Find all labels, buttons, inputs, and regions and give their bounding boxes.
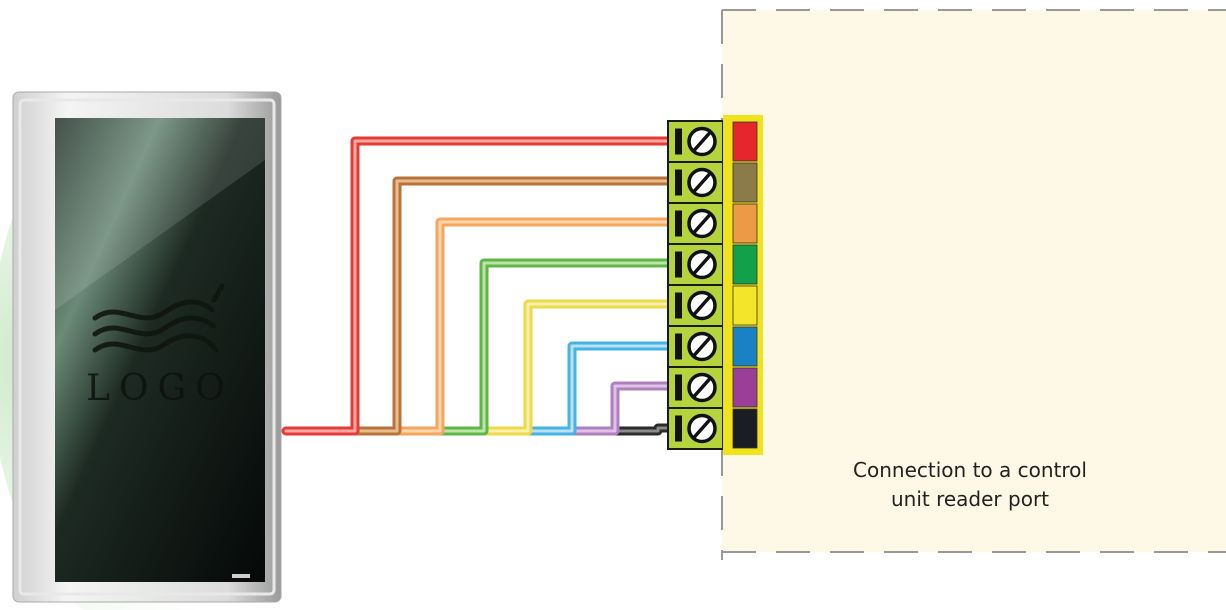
connector-pin [732, 203, 758, 244]
connector-pin [732, 326, 758, 367]
wire-green [435, 258, 675, 436]
connector-pin [732, 244, 758, 285]
control-unit-caption: Connection to a control unit reader port [820, 456, 1120, 514]
terminal-screw-icon [668, 202, 723, 239]
connector-strip [723, 115, 763, 455]
wire-black [610, 423, 675, 436]
wire-orange [392, 217, 675, 436]
connector-pin [732, 285, 758, 326]
wire-yellow [479, 299, 675, 436]
wire-bundle [281, 136, 675, 436]
terminal-screw-icon [668, 243, 723, 280]
reader-glass-panel [55, 118, 265, 582]
connector-pin [732, 162, 758, 203]
reader-logo-text: LOGO [86, 368, 234, 409]
connector-pin [732, 408, 758, 449]
terminal-screw-icon [668, 284, 723, 321]
terminal-block [667, 120, 724, 450]
terminal-screw-icon [668, 325, 723, 362]
wire-red [281, 136, 675, 436]
caption-line-2: unit reader port [890, 487, 1050, 511]
connector-pin [732, 367, 758, 408]
wire-brown [350, 176, 675, 436]
wire-purple [567, 381, 675, 436]
terminal-screw-icon [668, 407, 723, 444]
terminal-screw-icon [675, 126, 717, 157]
terminal-screw-icon [668, 161, 723, 198]
card-reader-device: LOGO [0, 90, 290, 610]
terminal-screw-icon [668, 366, 723, 403]
logo-wave-icon [92, 283, 225, 353]
caption-line-1: Connection to a control [853, 458, 1087, 482]
connector-pin [732, 121, 758, 162]
wire-blue [523, 341, 675, 436]
control-unit-panel [721, 9, 1226, 560]
